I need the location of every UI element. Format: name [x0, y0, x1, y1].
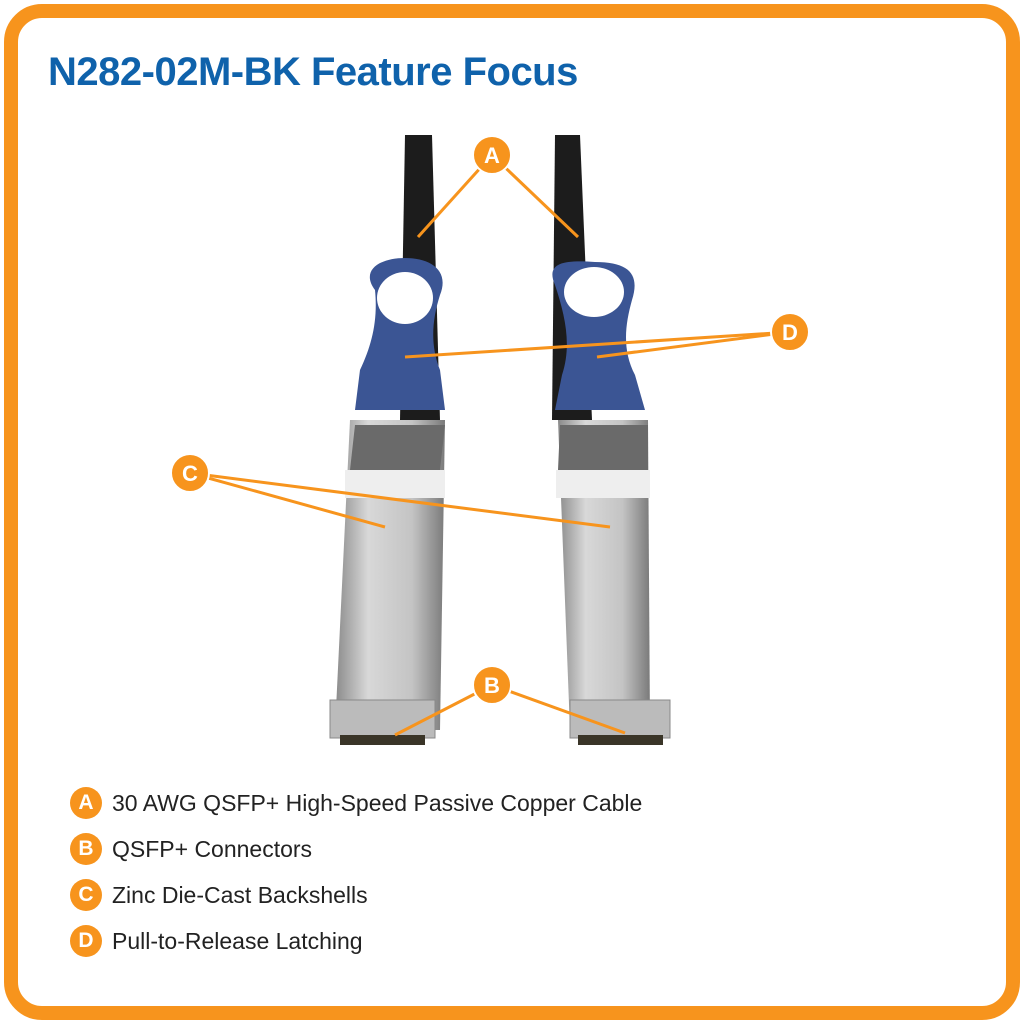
- badge-b: B: [70, 833, 102, 865]
- svg-text:D: D: [782, 320, 798, 345]
- badge-c: C: [70, 879, 102, 911]
- legend-item: B QSFP+ Connectors: [70, 826, 642, 872]
- feature-legend: A 30 AWG QSFP+ High-Speed Passive Copper …: [70, 780, 642, 964]
- svg-text:C: C: [182, 461, 198, 486]
- legend-text: 30 AWG QSFP+ High-Speed Passive Copper C…: [112, 789, 643, 816]
- legend-item: C Zinc Die-Cast Backshells: [70, 872, 642, 918]
- legend-item: A 30 AWG QSFP+ High-Speed Passive Copper …: [70, 780, 642, 826]
- page-title: N282-02M-BK Feature Focus: [48, 50, 578, 94]
- left-connector: [329, 135, 445, 745]
- callout-D: D: [770, 312, 810, 352]
- right-connector: [552, 135, 671, 745]
- callout-B: B: [472, 665, 512, 705]
- svg-text:A: A: [484, 143, 500, 168]
- callout-lines: [189, 153, 791, 737]
- badge-a: A: [70, 787, 102, 819]
- legend-text: QSFP+ Connectors: [112, 835, 313, 862]
- callout-C: C: [170, 453, 210, 493]
- svg-text:B: B: [484, 673, 500, 698]
- legend-item: D Pull-to-Release Latching: [70, 918, 642, 964]
- legend-text: Pull-to-Release Latching: [112, 927, 363, 954]
- badge-d: D: [70, 925, 102, 957]
- legend-text: Zinc Die-Cast Backshells: [112, 881, 368, 908]
- callout-A: A: [472, 135, 512, 175]
